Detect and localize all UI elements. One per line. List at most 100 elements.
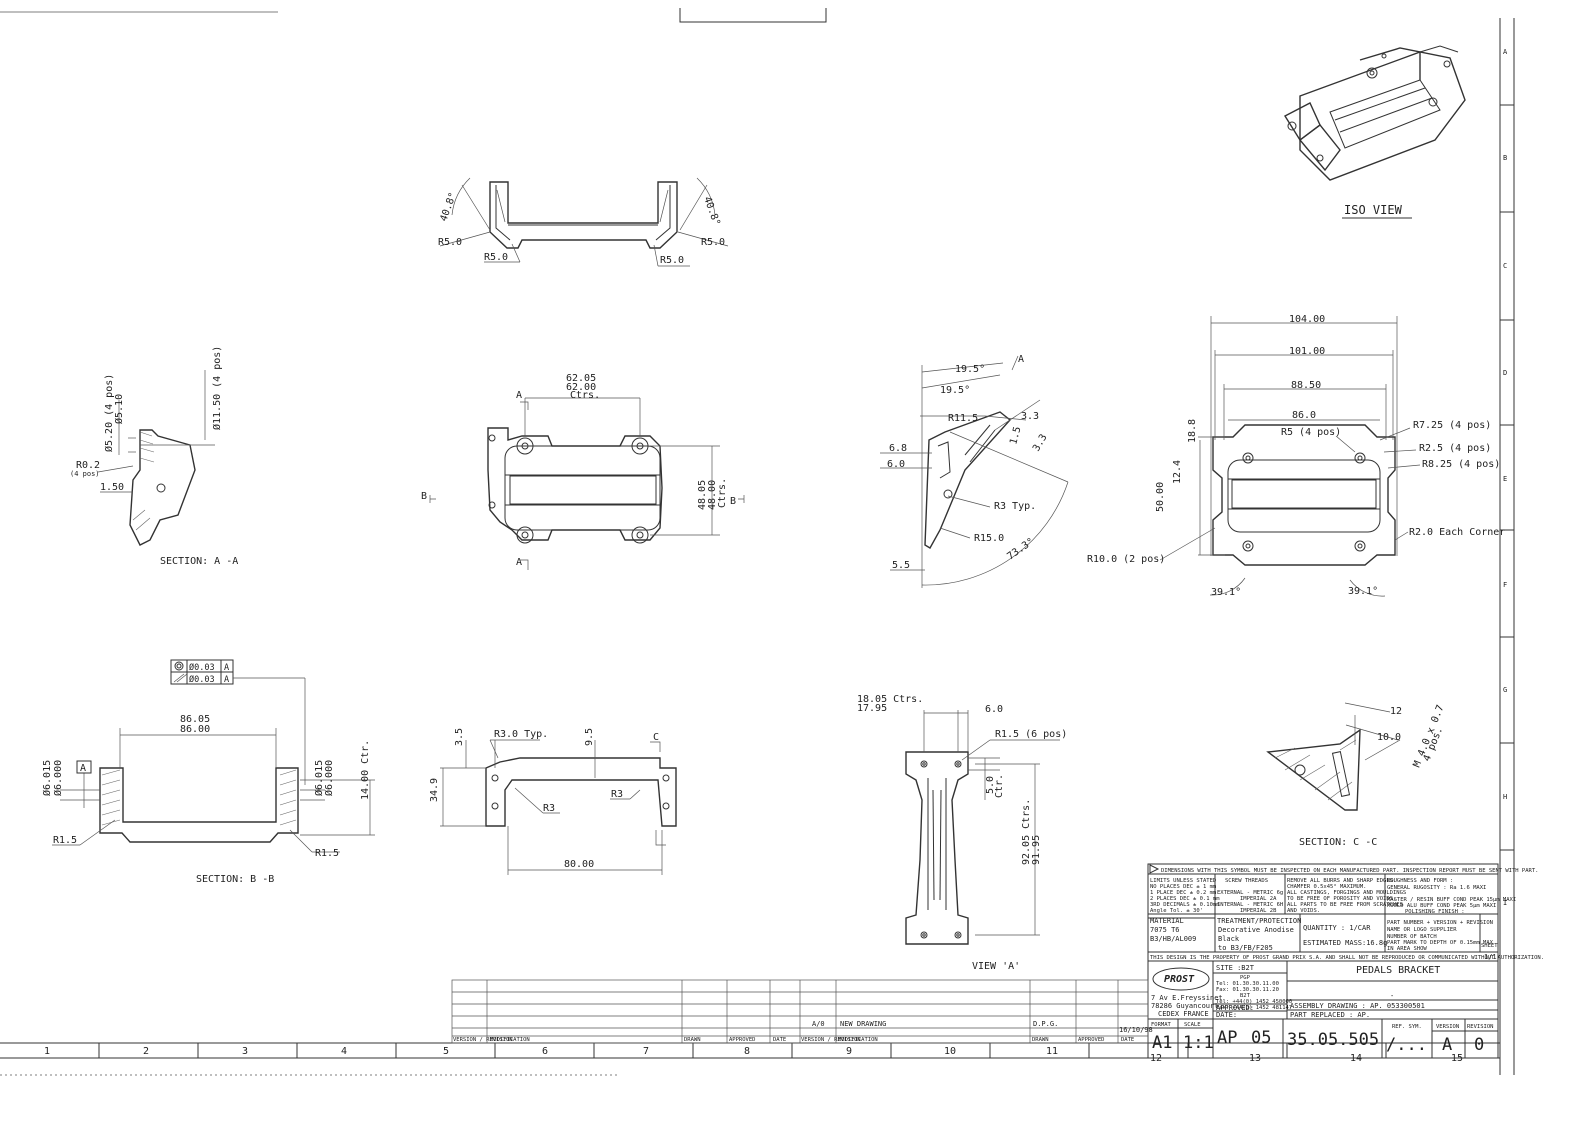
limits-line-4: 3RD DECIMALS ± 0.10mm [1150, 902, 1220, 908]
view-a: 18.05 Ctrs. 17.95 6.0 R1.5 (6 pos) 5.0 C… [857, 694, 1067, 972]
material-line-1: B3/HB/AL009 [1150, 935, 1196, 943]
lf-d35: 3.5 [454, 728, 465, 746]
plan-view: 104.00 101.00 88.50 86.0 R5 (4 pos) R7.2… [1087, 314, 1505, 598]
view-a-label: VIEW 'A' [972, 961, 1020, 972]
plan-r10: R10.0 (2 pos) [1087, 554, 1165, 565]
general-line-0: REMOVE ALL BURRS AND SHARP EDGES. [1287, 878, 1396, 884]
bb-geo-datum-1: A [224, 663, 229, 673]
va-ctr: Ctr. [994, 774, 1005, 798]
bb-d8605: 86.05 [180, 714, 210, 725]
lf-d349: 34.9 [429, 778, 440, 802]
col-num-7: 7 [643, 1046, 649, 1057]
code-b: 05 [1251, 1028, 1271, 1048]
side-d60: 6.0 [887, 459, 905, 470]
general-line-2: ALL CASTINGS, FORGINGS AND MOULDINGS [1287, 890, 1406, 896]
va-d1795: 17.95 [857, 703, 887, 714]
section-cc: 12 10.0 M 4.0 x 0.7 4 pos. SECTION: C -C [1266, 702, 1447, 848]
top-angle-right: 40.8° [701, 195, 722, 227]
side-view-a-arrow: A [1018, 354, 1024, 365]
date-label: DATE: [1216, 1011, 1237, 1019]
aa-d1150: Ø11.50 (4 pos) [211, 346, 223, 430]
bb-d14-ctr: 14.00 Ctr. [360, 740, 371, 800]
cc-d10: 10.0 [1377, 732, 1401, 743]
col-num-5: 5 [443, 1046, 449, 1057]
dim-symbol-note: DIMENSIONS WITH THIS SYMBOL MUST BE INSP… [1161, 868, 1539, 874]
general-line-3: TO BE FREE OF POROSITY AND VOIDS. [1287, 896, 1396, 902]
bb-r15-left: R1.5 [53, 835, 77, 846]
plan-d86: 86.0 [1292, 410, 1316, 421]
plan-d885: 88.50 [1291, 380, 1321, 391]
va-d60: 6.0 [985, 704, 1003, 715]
general-line-5: AND VOIDS. [1287, 908, 1320, 914]
treatment-line-2: to B3/FB/F205 [1218, 944, 1273, 952]
revision-label: REVISION [1467, 1024, 1494, 1030]
row-letter-b: B [1503, 154, 1507, 162]
side-r150: R15.0 [974, 533, 1004, 544]
va-d9205: 92.05 Ctrs. [1021, 799, 1032, 865]
bb-r15-right: R1.5 [315, 848, 339, 859]
section-bb-label: SECTION: B -B [196, 874, 274, 885]
partnum-line-2: NUMBER OF BATCH [1387, 934, 1437, 940]
va-d1805: 18.05 Ctrs. [857, 694, 923, 705]
side-view: 19.5° 19.5° R11.5 3.3 1.5 3.3 6.8 6.0 R3… [880, 354, 1069, 588]
front-section-b-right: B [730, 496, 736, 507]
front-d4800: 48.00 [707, 480, 718, 510]
front-ctrs2: Ctrs. [717, 478, 728, 508]
title-dash: - [1390, 992, 1394, 1000]
aa-d150: 1.50 [100, 482, 124, 493]
row-letter-c: C [1503, 262, 1507, 270]
address-line-0: 7 Av E.Freyssinet [1151, 994, 1223, 1002]
sheet-value: 1/1 [1484, 953, 1497, 961]
scale-label: SCALE [1184, 1022, 1201, 1028]
partnum-line-3: PART MARK TO DEPTH OF 0.15mm MAX [1387, 940, 1494, 946]
front-section-a-bottom: A [516, 557, 522, 568]
side-d33-top: 3.3 [1021, 411, 1039, 422]
site-label: SITE :B2T [1216, 964, 1255, 972]
iso-view: ISO VIEW [1284, 45, 1466, 219]
section-aa-label: SECTION: A -A [160, 556, 238, 567]
treatment-line-1: Black [1218, 935, 1240, 943]
rev-entry-modification: NEW DRAWING [840, 1020, 886, 1028]
col-num-1: 1 [44, 1046, 50, 1057]
roughness-line-3: MOULD ALU BUFF COND PEAK 5µm MAXI [1387, 903, 1496, 909]
approved-label: APPROVED: [1216, 1004, 1254, 1012]
top-r5-left: R5.0 [438, 237, 462, 248]
side-r115: R11.5 [948, 413, 978, 424]
partnum-line-4: IN AREA SHOW [1387, 946, 1427, 952]
site-line-4: Tel: +44(0) 1452 450000 [1216, 999, 1292, 1005]
part-replaced: PART REPLACED : AP. [1290, 1011, 1370, 1019]
front-d6205: 62.05 [566, 373, 596, 384]
top-view: 40.8° 40.8° R5.0 R5.0 R5.0 R5.0 [438, 177, 729, 267]
row-letter-d: D [1503, 369, 1507, 377]
aa-pos4: (4 pos) [70, 470, 100, 478]
material-label: MATERIAL [1150, 917, 1184, 925]
front-d4805: 48.05 [697, 480, 708, 510]
roughness-line-4: POLISHING FINISH : [1405, 909, 1465, 915]
front-section-a-top: A [516, 390, 522, 401]
side-a733: 73.3° [1005, 536, 1036, 562]
col-num-8: 8 [744, 1046, 750, 1057]
lf-d80: 80.00 [564, 859, 594, 870]
address-line-1: 78286 Guyancourt [1151, 1002, 1218, 1010]
row-letter-g: G [1503, 686, 1507, 694]
col-num-4: 4 [341, 1046, 347, 1057]
bb-d6000-right: Ø6.000 [323, 760, 335, 796]
section-bb: Ø0.03 Ø0.03 A A 86.05 86.00 Ø6.015 Ø6.00… [41, 659, 375, 885]
bb-d6000-left: Ø6.000 [52, 760, 64, 796]
revision-table: VERSION / REVISION MODIFICATION DRAWN AP… [451, 979, 1153, 1044]
side-d68: 6.8 [889, 443, 907, 454]
rev-entry-drawn: D.P.G. [1033, 1020, 1058, 1028]
row-letter-a: A [1503, 48, 1508, 56]
screw-line-0: SCREW THREADS [1225, 878, 1268, 884]
plan-d101: 101.00 [1289, 346, 1325, 357]
rev-header-approved-right: APPROVED [1078, 1037, 1105, 1043]
format-label: FORMAT [1151, 1022, 1172, 1028]
lower-front-view: 3.5 R3.0 Typ. 9.5 C 34.9 R3 R3 80.00 [429, 728, 677, 875]
ref-sym-value: /... [1386, 1035, 1427, 1055]
screw-line-4: IMPERIAL 2B [1240, 908, 1277, 914]
side-r3typ: R3 Typ. [994, 501, 1036, 512]
property-note: THIS DESIGN IS THE PROPERTY OF PROST GRA… [1150, 955, 1544, 961]
plan-d124: 12.4 [1172, 460, 1183, 484]
bb-d6015-left: Ø6.015 [41, 760, 53, 796]
